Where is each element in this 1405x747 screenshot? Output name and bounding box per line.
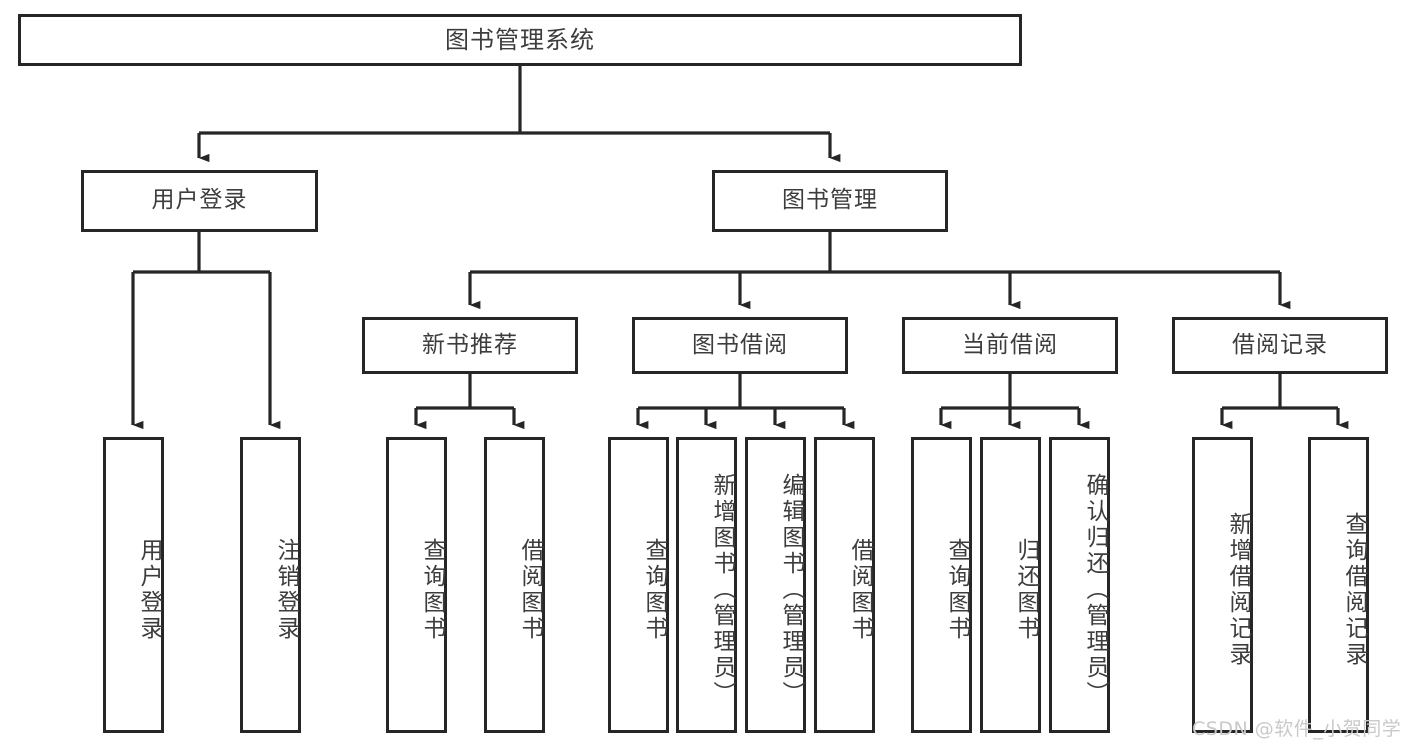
leaf-query-book-borrow[interactable]: 查询图书	[608, 437, 669, 733]
node-book-manage[interactable]: 图书管理	[712, 170, 948, 232]
leaf-add-book-admin[interactable]: 新增图书（管理员）	[676, 437, 737, 733]
leaf-add-borrow-record[interactable]: 新增借阅记录	[1192, 437, 1253, 733]
leaf-borrow-book-borrow[interactable]: 借阅图书	[814, 437, 875, 733]
leaf-return-book[interactable]: 归还图书	[980, 437, 1041, 733]
leaf-query-borrow-record[interactable]: 查询借阅记录	[1308, 437, 1369, 733]
node-book-borrow[interactable]: 图书借阅	[632, 317, 848, 374]
leaf-edit-book-admin[interactable]: 编辑图书（管理员）	[745, 437, 806, 733]
node-user-login[interactable]: 用户登录	[81, 170, 318, 232]
csdn-watermark: CSDN @软件_小贺同学	[1192, 718, 1402, 740]
leaf-query-book-current[interactable]: 查询图书	[911, 437, 972, 733]
leaf-borrow-book-newbook[interactable]: 借阅图书	[484, 437, 545, 733]
leaf-query-book-newbook[interactable]: 查询图书	[386, 437, 447, 733]
node-current-borrow[interactable]: 当前借阅	[902, 317, 1118, 374]
node-new-book-rec[interactable]: 新书推荐	[362, 317, 578, 374]
node-root[interactable]: 图书管理系统	[18, 14, 1022, 66]
leaf-logout-login[interactable]: 注销登录	[240, 437, 301, 733]
leaf-confirm-return-admin[interactable]: 确认归还（管理员）	[1049, 437, 1110, 733]
leaf-user-login[interactable]: 用户登录	[103, 437, 164, 733]
node-borrow-record[interactable]: 借阅记录	[1172, 317, 1388, 374]
